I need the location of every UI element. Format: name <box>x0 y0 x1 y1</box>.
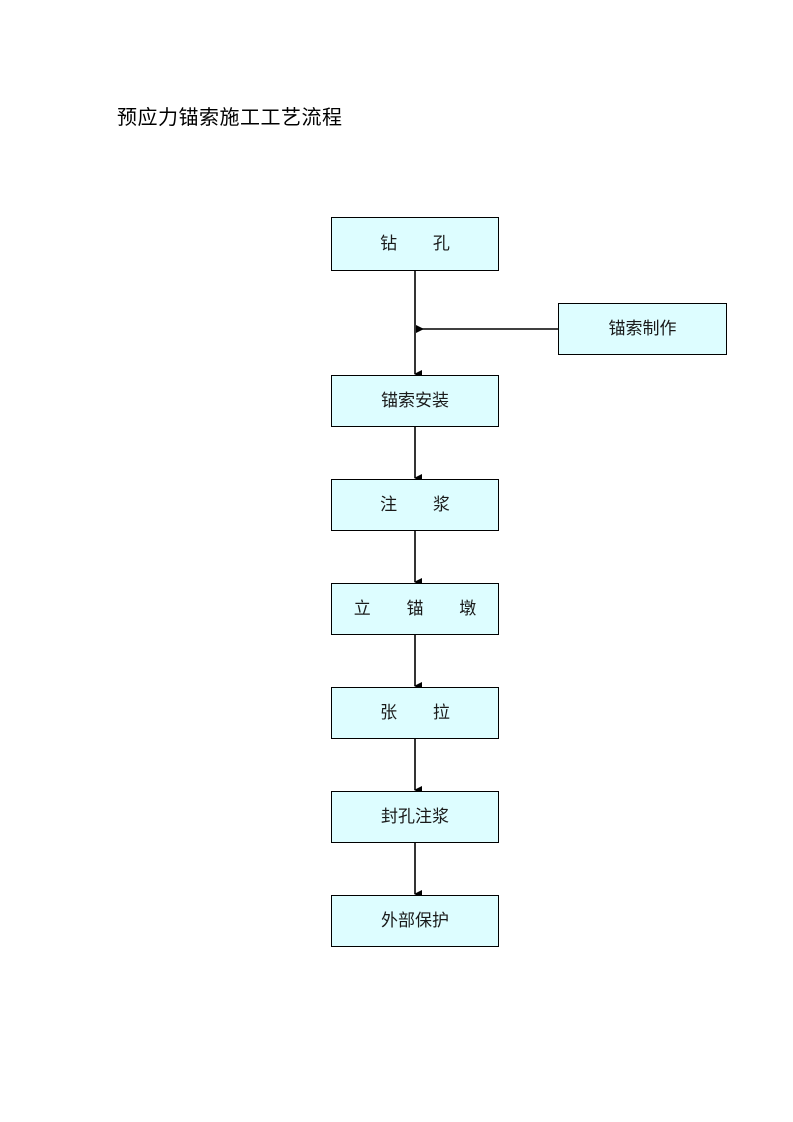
node-cable-fabrication[interactable]: 锚索制作 <box>558 303 727 355</box>
node-hole-sealing-grouting-label: 封孔注浆 <box>381 806 449 827</box>
node-tensioning-label: 张 拉 <box>380 702 460 723</box>
node-cable-fabrication-label: 锚索制作 <box>608 318 677 339</box>
node-cable-installation-label: 锚索安装 <box>381 390 449 411</box>
node-anchor-block[interactable]: 立 锚 墩 <box>331 583 499 635</box>
node-tensioning[interactable]: 张 拉 <box>331 687 499 739</box>
node-hole-sealing-grouting[interactable]: 封孔注浆 <box>331 791 499 843</box>
node-anchor-block-label: 立 锚 墩 <box>353 598 486 619</box>
page-title: 预应力锚索施工工艺流程 <box>117 105 343 129</box>
node-external-protection[interactable]: 外部保护 <box>331 895 499 947</box>
node-cable-installation[interactable]: 锚索安装 <box>331 375 499 427</box>
node-grouting-label: 注 浆 <box>380 494 460 515</box>
node-drilling[interactable]: 钻 孔 <box>331 217 499 271</box>
node-drilling-label: 钻 孔 <box>380 233 460 254</box>
node-grouting[interactable]: 注 浆 <box>331 479 499 531</box>
node-external-protection-label: 外部保护 <box>381 910 449 931</box>
